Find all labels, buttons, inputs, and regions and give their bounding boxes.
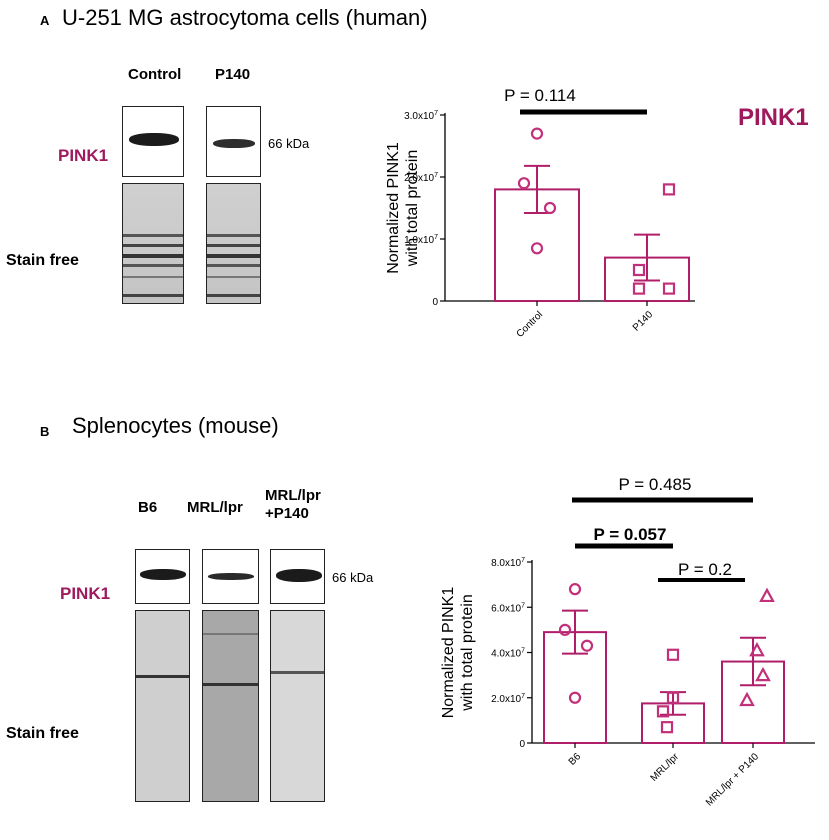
kda-label-a: 66 kDa <box>268 136 310 151</box>
chart-a-y-tick-label: 2.0x107 <box>404 172 438 184</box>
pink1-label-b: PINK1 <box>60 584 111 603</box>
kda-label-b: 66 kDa <box>332 570 374 585</box>
chart-a-point <box>632 282 646 295</box>
chart-a-y-tick-label: 1.0x107 <box>404 234 438 246</box>
chart-b: P = 0.485 P = 0.057 P = 0.2 0 2.0x107 4.0x… <box>440 475 815 808</box>
panel-a-letter: A <box>40 13 50 28</box>
chart-b-y-tick-label: 6.0x107 <box>491 602 525 614</box>
chart-b-point <box>580 639 594 652</box>
chart-b-point <box>660 721 674 734</box>
pvalue-b-top: P = 0.485 <box>619 475 692 494</box>
chart-b-point <box>739 691 755 707</box>
blot-pink1-mrl-p140 <box>270 549 325 604</box>
blot-stain-free-mrl <box>202 610 259 802</box>
chart-a-y-tick-label: 3.0x107 <box>404 110 438 122</box>
chart-b-point <box>656 705 670 718</box>
chart-b-y-tick-label: 8.0x107 <box>491 557 525 569</box>
pink1-label-a: PINK1 <box>58 146 109 165</box>
chart-b-point <box>568 691 582 704</box>
chart-a-x-tick-label: P140 <box>631 309 656 334</box>
chart-b-point <box>749 641 765 657</box>
blot-stain-free-p140 <box>206 183 261 304</box>
chart-a-point <box>517 177 531 190</box>
chart-b-x-tick-label: B6 <box>567 751 584 768</box>
pink1-side-label: PINK1 <box>738 104 809 131</box>
chart-a-point <box>543 201 557 215</box>
chart-a-x-tick-label: Control <box>515 309 546 340</box>
blot-stain-free-b6 <box>135 610 190 802</box>
lane-label-b6: B6 <box>138 499 158 516</box>
chart-a-point <box>662 183 676 196</box>
blot-stain-free-control <box>122 183 184 304</box>
pvalue-b-mid: P = 0.057 <box>594 525 667 544</box>
panel-b-letter: B <box>40 424 50 439</box>
blot-pink1-b6 <box>135 549 190 604</box>
lane-label-control: Control <box>128 66 182 83</box>
chart-b-point <box>666 648 680 661</box>
pvalue-b-low: P = 0.2 <box>678 560 732 579</box>
chart-a-point <box>662 282 676 295</box>
stain-free-label-a: Stain free <box>6 252 79 269</box>
chart-b-y-tick-label: 0 <box>519 739 525 750</box>
lane-label-mrl-p140: MRL/lpr +P140 <box>265 487 321 522</box>
panel-b-title: Splenocytes (mouse) <box>72 413 279 438</box>
blot-stain-free-mrl-p140 <box>270 610 325 802</box>
chart-a-y-tick-label: 0 <box>432 297 438 308</box>
blot-pink1-p140 <box>206 106 261 177</box>
chart-b-point <box>558 623 572 636</box>
lane-label-mrl: MRL/lpr <box>187 499 243 516</box>
chart-b-point <box>666 691 680 704</box>
chart-b-y-tick-label: 2.0x107 <box>491 693 525 705</box>
lane-label-p140: P140 <box>215 66 251 83</box>
chart-b-x-tick-label: MRL/lpr + P140 <box>704 751 761 808</box>
panel-a-title: U-251 MG astrocytoma cells (human) <box>62 5 428 30</box>
chart-b-point <box>755 666 771 682</box>
blot-pink1-mrl <box>202 549 259 604</box>
pvalue-a: P = 0.114 <box>504 86 576 105</box>
stain-free-label-b: Stain free <box>6 725 79 742</box>
chart-b-x-tick-label: MRL/lpr <box>649 751 682 784</box>
chart-a: P = 0.114 0 1.0x107 2.0x107 3.0x107Normaliz… <box>385 86 695 340</box>
blot-pink1-control <box>122 106 184 177</box>
chart-a-point <box>632 263 646 277</box>
chart-b-point <box>759 587 775 603</box>
chart-b-point <box>568 583 582 596</box>
chart-b-y-tick-label: 4.0x107 <box>491 648 525 660</box>
chart-a-point <box>530 242 544 255</box>
chart-a-point <box>530 127 544 140</box>
